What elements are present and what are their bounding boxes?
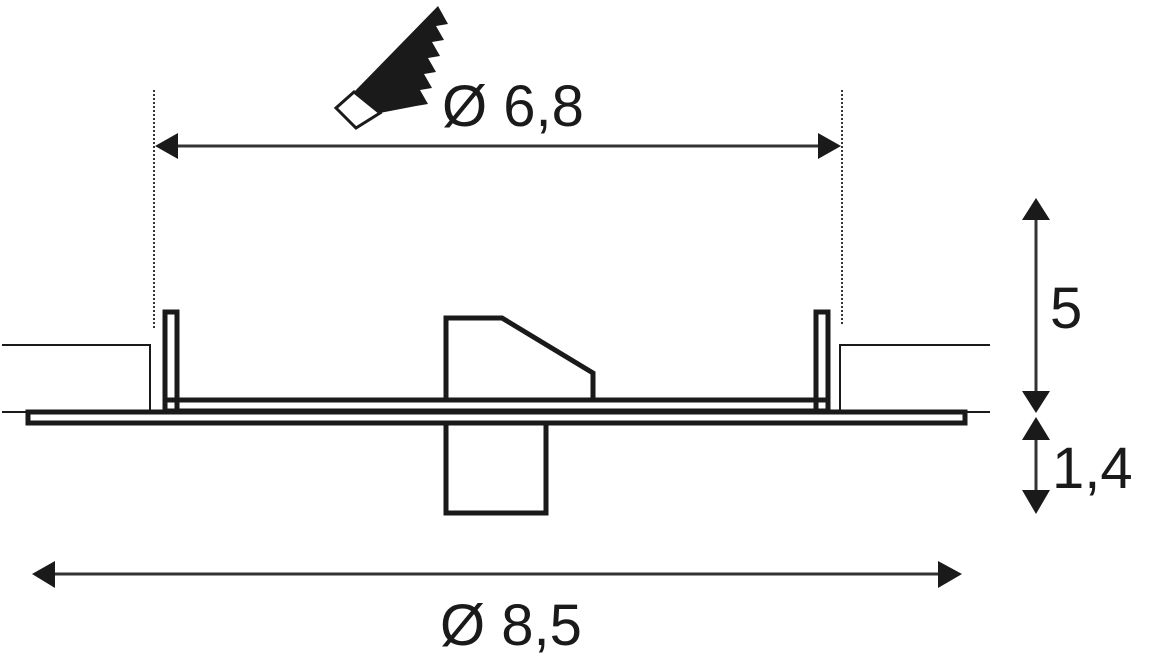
trim-height-dimension: 1,4: [1022, 417, 1133, 514]
arrow-left-icon: [32, 561, 55, 588]
arrow-up-icon: [1022, 198, 1050, 220]
arrow-left-icon: [155, 133, 178, 159]
housing-wall-left: [162, 309, 180, 414]
arrow-down-icon: [1022, 490, 1050, 514]
ceiling-panel-left: [2, 344, 151, 413]
housing-wall-right: [813, 309, 831, 414]
saw-icon: [333, 6, 448, 130]
cutout-diameter-label: Ø 6,8: [442, 74, 584, 139]
arrow-right-icon: [818, 133, 841, 159]
lamp-module-upper: [443, 315, 596, 403]
lamp-module-lower: [443, 420, 549, 516]
recess-depth-label: 5: [1050, 276, 1082, 341]
cutout-diameter-dimension: Ø 6,8: [153, 74, 843, 330]
arrow-right-icon: [938, 561, 962, 588]
recess-depth-dimension: 5: [1022, 198, 1082, 413]
arrow-down-icon: [1022, 391, 1050, 413]
outer-diameter-label: Ø 8,5: [440, 593, 582, 658]
arrow-up-icon: [1022, 417, 1050, 440]
outer-diameter-dimension: Ø 8,5: [32, 561, 962, 658]
ceiling-panel-right: [839, 344, 990, 413]
trim-height-label: 1,4: [1052, 436, 1133, 501]
